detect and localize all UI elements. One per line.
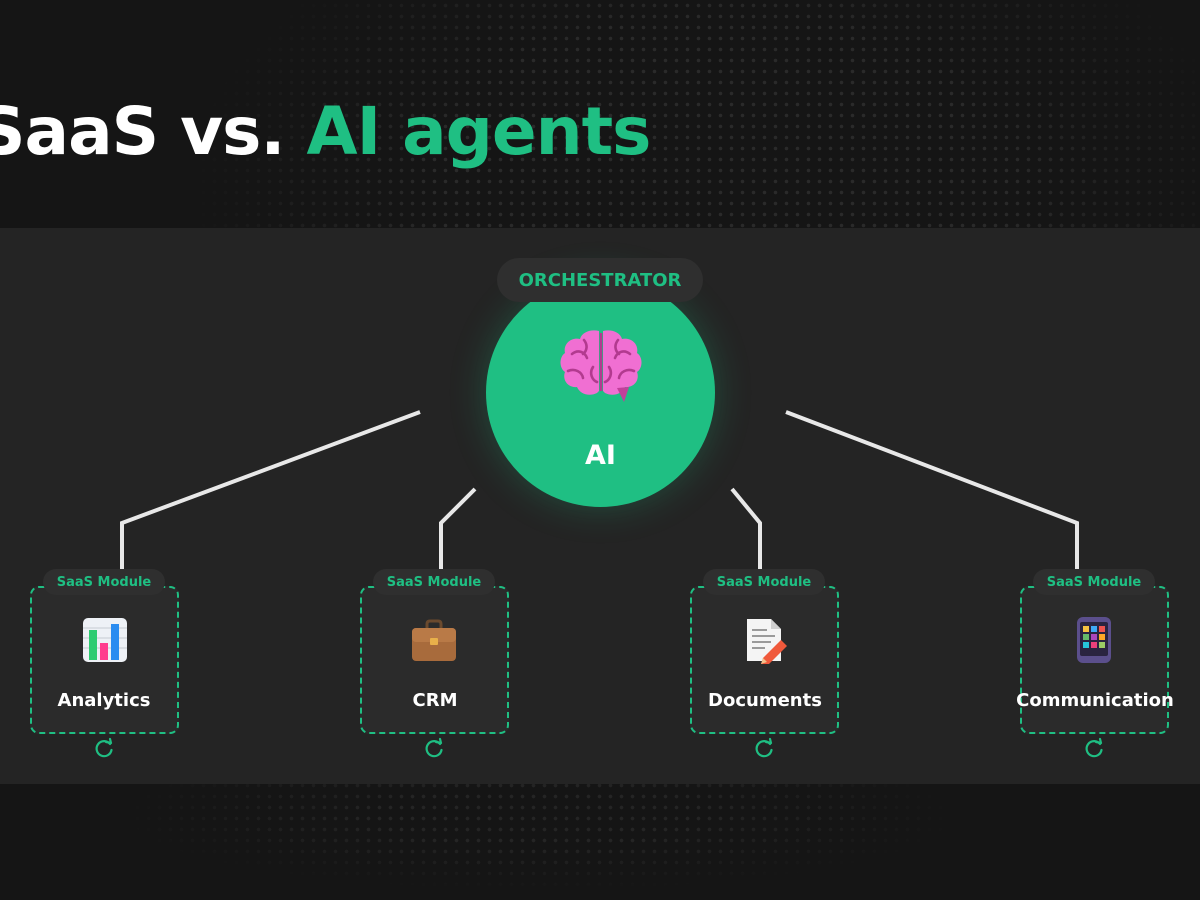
connector-analytics <box>120 410 421 570</box>
module-label-communication: Communication <box>1016 690 1174 711</box>
module-label-crm: CRM <box>412 690 458 711</box>
bar-chart-icon <box>83 618 127 662</box>
refresh-icon <box>1085 737 1103 758</box>
module-tag-communication: SaaS Module <box>1033 569 1155 595</box>
module-tag-crm: SaaS Module <box>373 569 495 595</box>
orchestrator-badge: ORCHESTRATOR <box>497 258 703 302</box>
title-ai-agents: AI agents <box>306 93 651 170</box>
brain-icon <box>560 330 642 402</box>
refresh-icon <box>425 737 443 758</box>
module-tag-analytics: SaaS Module <box>43 569 165 595</box>
orchestrator-label: AI <box>585 440 616 471</box>
module-label-documents: Documents <box>708 690 822 711</box>
app-grid-icon <box>1077 617 1111 663</box>
module-tag-documents: SaaS Module <box>703 569 825 595</box>
refresh-icon <box>755 737 773 758</box>
page-title: SaaS vs. AI agents <box>0 88 651 176</box>
orchestrator-node <box>486 278 715 507</box>
module-label-analytics: Analytics <box>57 690 151 711</box>
world-map-dots-background-bottom <box>0 780 1200 900</box>
connector-crm <box>439 487 477 570</box>
document-icon <box>747 619 787 664</box>
connector-documents <box>730 487 762 570</box>
refresh-icon <box>95 737 113 758</box>
connector-communication <box>785 410 1079 570</box>
briefcase-icon <box>412 619 456 661</box>
title-saas-vs: SaaS vs. <box>0 93 307 170</box>
